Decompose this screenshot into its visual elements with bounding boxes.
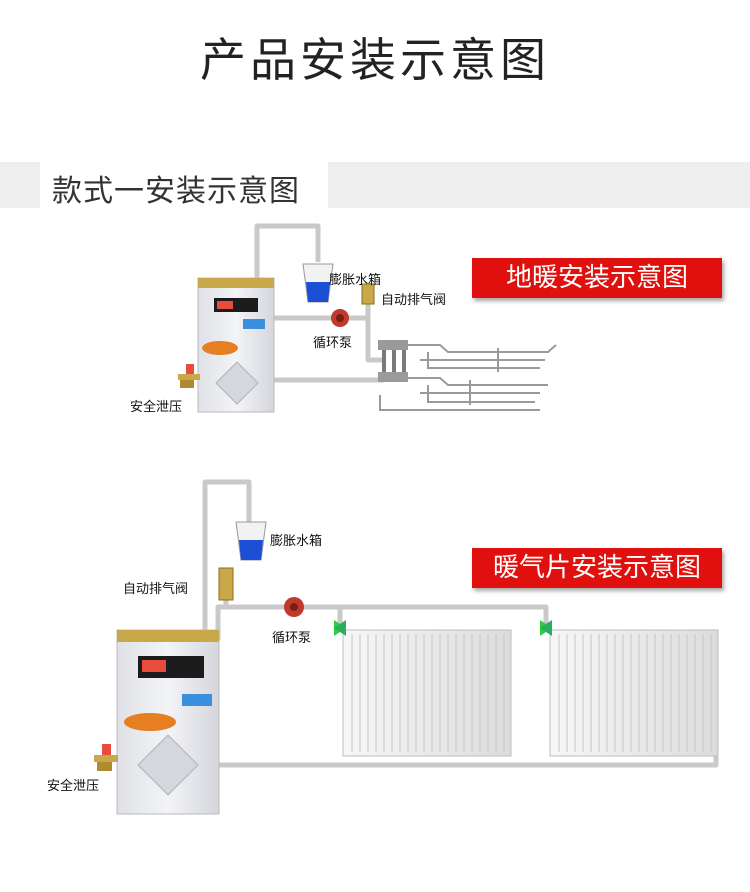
expansion-tank-1 — [302, 263, 334, 303]
radiator-heating-diagram — [94, 479, 719, 815]
floor-pipes — [254, 223, 384, 383]
expansion-tank-2 — [235, 521, 267, 561]
floor-heating-banner: 地暖安装示意图 — [472, 258, 722, 298]
boiler-unit-2 — [116, 629, 220, 815]
radiator-fins-2 — [558, 634, 712, 752]
pump-label-1: 循环泵 — [313, 336, 353, 351]
page-title: 产品安装示意图 — [200, 33, 550, 87]
floor-heating-diagram — [178, 223, 557, 413]
safety-valve-2 — [94, 744, 118, 771]
floor-heating-coils — [379, 344, 557, 411]
radiator-fins-1 — [351, 634, 505, 752]
radiator-valve-2 — [540, 620, 552, 636]
radiator-panel-2 — [549, 629, 719, 757]
boiler-unit-1 — [197, 277, 275, 413]
expansion-tank-label-1: 膨胀水箱 — [329, 273, 382, 288]
radiator-heating-banner: 暖气片安装示意图 — [472, 548, 722, 588]
auto-vent-label-2: 自动排气阀 — [123, 582, 189, 597]
auto-vent-valve-1 — [361, 283, 375, 305]
pump-label-2: 循环泵 — [272, 631, 312, 646]
circulation-pump-1 — [331, 309, 349, 327]
section-title: 款式一安装示意图 — [52, 174, 300, 209]
radiator-heating-banner-text: 暖气片安装示意图 — [492, 553, 701, 583]
auto-vent-label-1: 自动排气阀 — [381, 293, 447, 308]
section-header-background — [40, 162, 328, 208]
safety-valve-1 — [178, 364, 200, 388]
safety-valve-label-1: 安全泄压 — [130, 400, 183, 415]
radiator-valve-1 — [334, 620, 346, 636]
floor-heating-banner-text: 地暖安装示意图 — [505, 263, 688, 293]
expansion-tank-label-2: 膨胀水箱 — [270, 534, 323, 549]
floor-manifold — [378, 340, 408, 382]
auto-vent-valve-2 — [218, 567, 234, 601]
circulation-pump-2 — [284, 597, 304, 617]
safety-valve-label-2: 安全泄压 — [47, 779, 100, 794]
radiator-panel-1 — [342, 629, 512, 757]
